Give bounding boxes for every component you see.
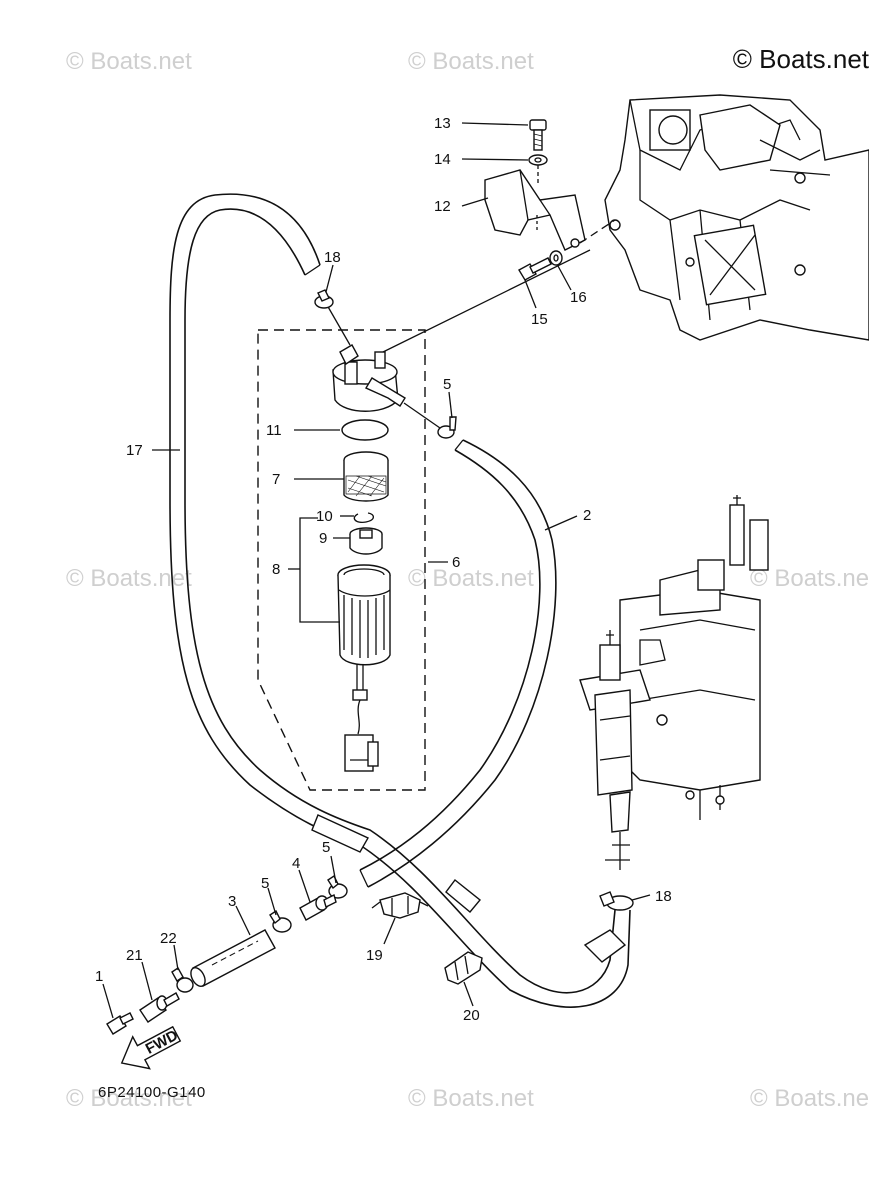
o-ring-11 xyxy=(341,419,389,441)
filter-element-7 xyxy=(343,451,389,502)
callout-12: 12 xyxy=(434,198,451,215)
watermark: © Boats.net xyxy=(66,48,192,75)
hose-3 xyxy=(190,929,276,987)
joint-21 xyxy=(139,992,180,1023)
callout-18: 18 xyxy=(655,888,672,905)
callout-labels: 13 14 12 18 16 15 5 11 17 7 10 2 9 6 8 5… xyxy=(95,115,672,1024)
watermark: © Boats.net xyxy=(750,565,869,592)
callout-2: 2 xyxy=(583,507,591,524)
callout-11: 11 xyxy=(266,422,282,439)
clamp-22 xyxy=(171,966,194,993)
callout-14: 14 xyxy=(434,151,451,168)
washer-14 xyxy=(528,154,548,166)
callout-5: 5 xyxy=(322,839,330,856)
copyright-label: © Boats.net xyxy=(732,44,869,74)
callout-4: 4 xyxy=(292,855,300,872)
callout-17: 17 xyxy=(126,442,143,459)
callout-16: 16 xyxy=(570,289,587,306)
holder-19 xyxy=(371,892,429,919)
bolt-15 xyxy=(518,257,552,281)
washer-16 xyxy=(549,250,563,266)
callout-5: 5 xyxy=(261,875,269,892)
watermark: © Boats.net xyxy=(408,565,534,592)
watermark: © Boats.net xyxy=(750,1085,869,1112)
diagram-code: 6P24100-G140 xyxy=(98,1084,206,1101)
callout-20: 20 xyxy=(463,1007,480,1024)
clamp-5-lower-left xyxy=(269,909,292,933)
bracket-12 xyxy=(484,169,616,251)
watermark: © Boats.net xyxy=(408,1085,534,1112)
callout-3: 3 xyxy=(228,893,236,910)
vapor-separator-assembly xyxy=(579,495,769,870)
hose-17 xyxy=(169,193,631,1008)
clip-10 xyxy=(353,512,375,524)
watermark: © Boats.net xyxy=(408,48,534,75)
leader-line xyxy=(403,402,441,429)
callout-21: 21 xyxy=(126,947,143,964)
callout-15: 15 xyxy=(531,311,548,328)
watermark: © Boats.net xyxy=(66,1085,192,1112)
callout-22: 22 xyxy=(160,930,177,947)
callout-18: 18 xyxy=(324,249,341,266)
filter-cup-8 xyxy=(337,564,391,666)
water-sensor-connector xyxy=(344,664,379,772)
watermark: © Boats.net xyxy=(66,565,192,592)
fuel-filter-cap xyxy=(332,344,406,412)
plug-1 xyxy=(106,1012,134,1035)
group-bracket-8 xyxy=(299,517,340,623)
float-9 xyxy=(349,527,383,555)
joint-4 xyxy=(299,893,337,921)
callout-13: 13 xyxy=(434,115,451,132)
callout-leaders xyxy=(102,122,651,1019)
callout-10: 10 xyxy=(316,508,333,525)
clamp-5-upper xyxy=(437,416,457,439)
callout-19: 19 xyxy=(366,947,383,964)
clamp-18-right xyxy=(599,891,634,911)
clamp-5-lower-right xyxy=(327,874,348,899)
engine-block-upper xyxy=(604,94,869,341)
holder-20 xyxy=(444,951,483,985)
leader-line xyxy=(382,249,591,353)
callout-8: 8 xyxy=(272,561,280,578)
bolt-13 xyxy=(529,119,547,151)
fwd-label: FWD xyxy=(143,1027,181,1058)
clamp-18-top xyxy=(314,289,334,309)
callout-9: 9 xyxy=(319,530,327,547)
leader-line xyxy=(326,304,351,346)
callout-7: 7 xyxy=(272,471,280,488)
hose-2 xyxy=(359,439,557,888)
callout-6: 6 xyxy=(452,554,460,571)
callout-1: 1 xyxy=(95,968,103,985)
callout-5: 5 xyxy=(443,376,451,393)
